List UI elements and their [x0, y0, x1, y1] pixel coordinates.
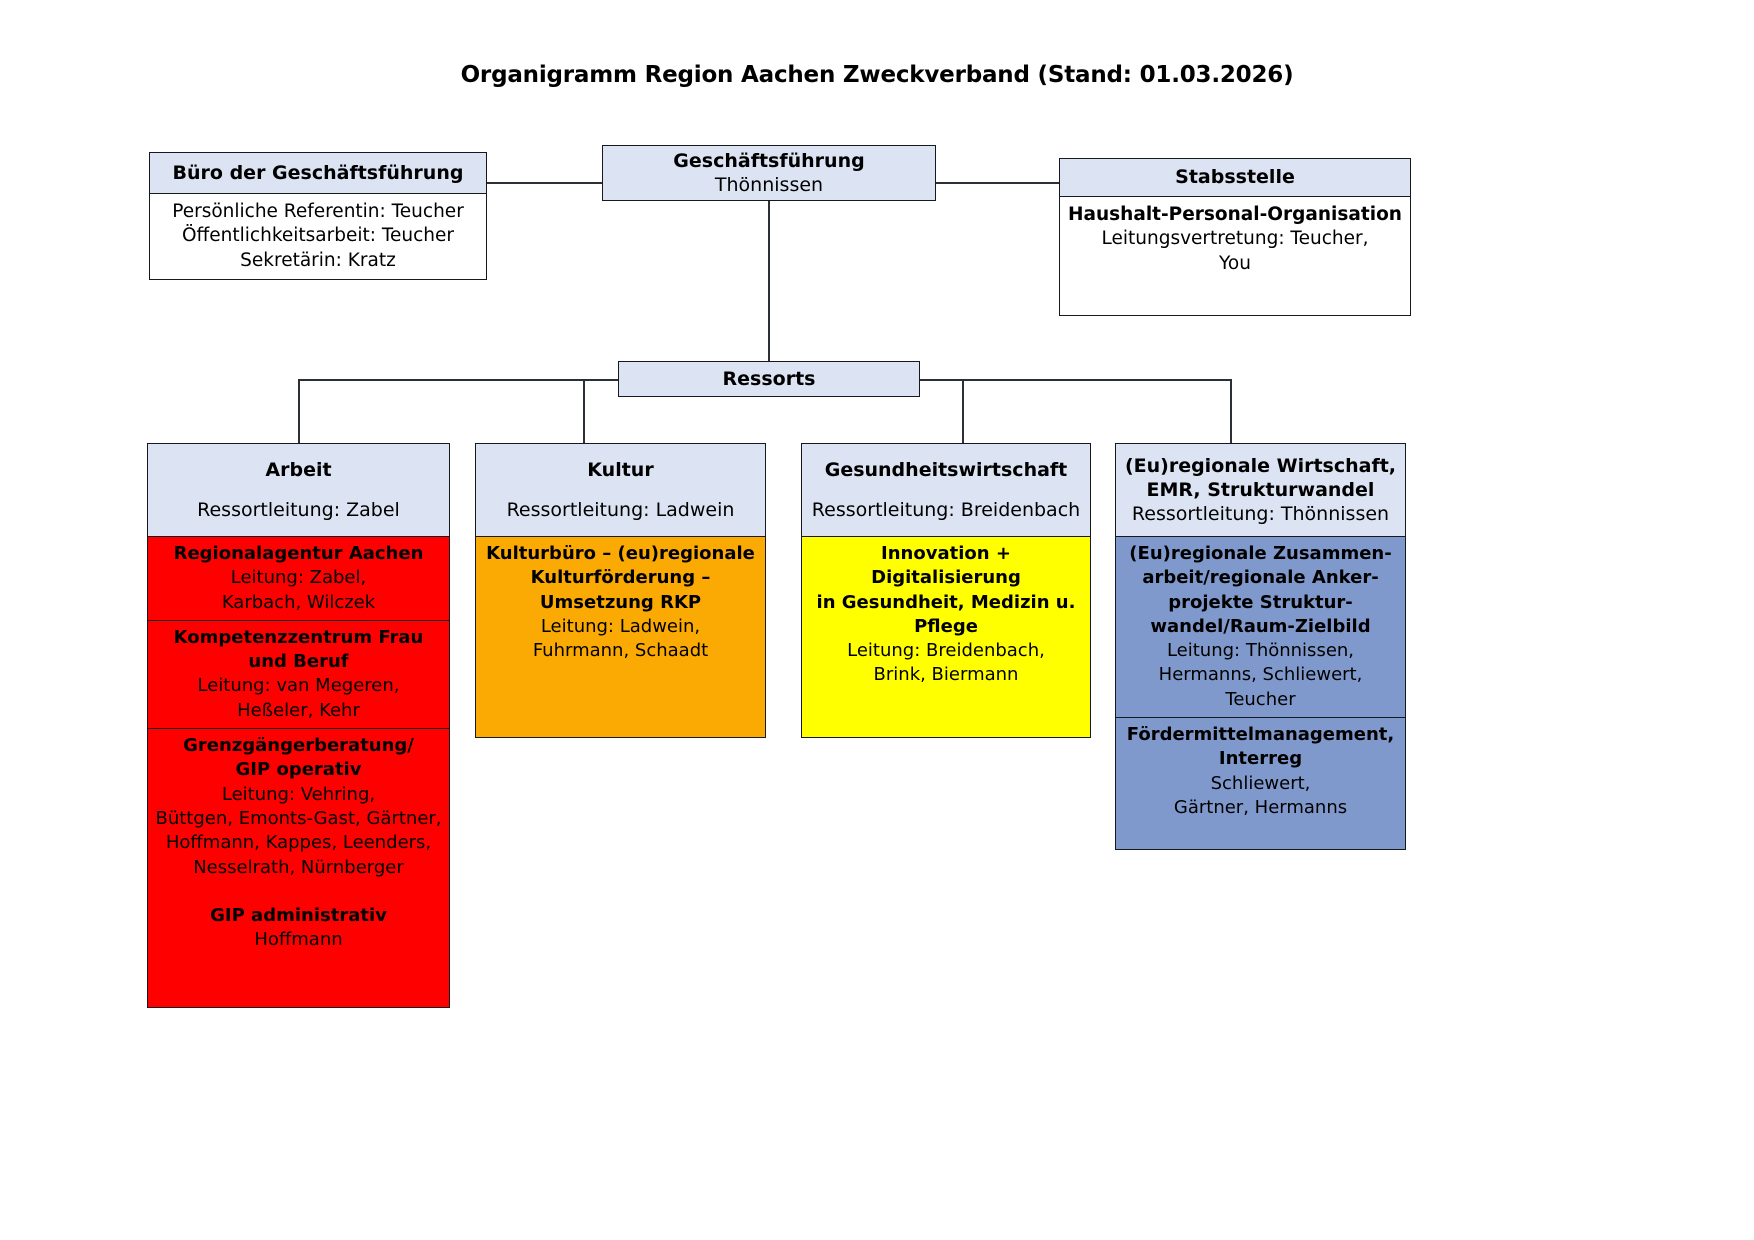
- segment-line: Karbach, Wilczek: [221, 591, 376, 613]
- buero-line-1: Persönliche Referentin: Teucher: [172, 201, 464, 222]
- stabsstelle-line-3: You: [1219, 252, 1251, 274]
- gf-title: Geschäftsführung: [673, 149, 865, 172]
- ressort-kultur-segments: Kulturbüro – (eu)regionale Kulturförderu…: [476, 537, 765, 737]
- ressort-euregionale-segments: (Eu)regionale Zusammen- arbeit/regionale…: [1116, 537, 1405, 849]
- segment-line: Leitung: van Megeren,: [197, 675, 400, 697]
- segment-title: Grenzgängerberatung/ GIP operativ: [183, 735, 414, 781]
- connector-ressorts-bus: [298, 379, 618, 381]
- connector-drop-euregionale: [1230, 379, 1232, 443]
- segment-spacer: [154, 880, 443, 904]
- box-ressorts-header: Ressorts: [619, 362, 919, 396]
- buero-line-2: Öffentlichkeitsarbeit: Teucher: [181, 225, 455, 247]
- segment-line: Leitung: Breidenbach,: [847, 640, 1045, 662]
- segment-gesundheitswirtschaft-0: Innovation + Digitalisierung in Gesundhe…: [802, 537, 1090, 737]
- connector-drop-arbeit: [298, 379, 300, 443]
- segment-line: Hoffmann, Kappes, Leenders,: [165, 832, 432, 854]
- segment-title: (Eu)regionale Zusammen- arbeit/regionale…: [1129, 543, 1392, 637]
- stabsstelle-line-1: Haushalt-Personal-Organisation: [1068, 204, 1402, 225]
- page-title: Organigramm Region Aachen Zweckverband (…: [460, 62, 1294, 88]
- segment-line: Brink, Biermann: [873, 664, 1019, 686]
- segment-line: Teucher: [1225, 688, 1296, 710]
- box-ressort-gesundheitswirtschaft[interactable]: Gesundheitswirtschaft Ressortleitung: Br…: [801, 443, 1091, 738]
- box-gf-header: Geschäftsführung Thönnissen: [603, 146, 935, 200]
- segment-line: GIP administrativ: [210, 905, 387, 927]
- connector-gf-to-stabsstelle: [936, 182, 1060, 184]
- ressort-euregionale-header: (Eu)regionale Wirtschaft, EMR, Strukturw…: [1116, 444, 1405, 537]
- ressort-euregionale-title: (Eu)regionale Wirtschaft, EMR, Strukturw…: [1124, 454, 1397, 501]
- segment-title: Kulturbüro – (eu)regionale Kulturförderu…: [486, 543, 755, 613]
- segment-line: Fuhrmann, Schaadt: [532, 640, 709, 662]
- segment-line: Heßeler, Kehr: [237, 699, 360, 721]
- box-ressort-euregionale-wirtschaft[interactable]: (Eu)regionale Wirtschaft, EMR, Strukturw…: [1115, 443, 1406, 850]
- stabsstelle-line-2: Leitungsvertretung: Teucher,: [1101, 228, 1369, 250]
- ressort-gesundheit-header: Gesundheitswirtschaft Ressortleitung: Br…: [802, 444, 1090, 537]
- buero-line-3: Sekretärin: Kratz: [240, 249, 396, 271]
- box-buero-body: Persönliche Referentin: Teucher Öffentli…: [150, 194, 486, 279]
- segment-line: Hermanns, Schliewert,: [1158, 664, 1363, 686]
- ressort-kultur-header: Kultur Ressortleitung: Ladwein: [476, 444, 765, 537]
- box-stabsstelle-body: Haushalt-Personal-Organisation Leitungsv…: [1060, 197, 1410, 282]
- segment-kultur-0: Kulturbüro – (eu)regionale Kulturförderu…: [476, 537, 765, 737]
- box-ressort-kultur[interactable]: Kultur Ressortleitung: Ladwein Kulturbür…: [475, 443, 766, 738]
- box-ressort-arbeit[interactable]: Arbeit Ressortleitung: Zabel Regionalage…: [147, 443, 450, 1008]
- segment-line: Leitung: Ladwein,: [540, 615, 701, 637]
- segment-line: Gärtner, Hermanns: [1173, 796, 1348, 818]
- ressort-gesundheit-leitung: Ressortleitung: Breidenbach: [811, 499, 1081, 521]
- ressort-kultur-title: Kultur: [587, 458, 654, 481]
- ressort-arbeit-header: Arbeit Ressortleitung: Zabel: [148, 444, 449, 537]
- segment-euregionale-wirtschaft-0: (Eu)regionale Zusammen- arbeit/regionale…: [1116, 537, 1405, 719]
- segment-line: Schliewert,: [1210, 772, 1311, 794]
- box-geschaeftsfuehrung[interactable]: Geschäftsführung Thönnissen: [602, 145, 936, 201]
- connector-drop-kultur: [583, 379, 585, 443]
- segment-line: Nesselrath, Nürnberger: [193, 856, 404, 878]
- segment-line: Hoffmann: [254, 929, 343, 951]
- connector-ressorts-bus-right: [919, 379, 1231, 381]
- segment-line: Leitung: Zabel,: [230, 567, 367, 589]
- ressort-gesundheit-title: Gesundheitswirtschaft: [824, 458, 1068, 481]
- ressort-kultur-leitung: Ressortleitung: Ladwein: [506, 499, 735, 521]
- box-ressorts[interactable]: Ressorts: [618, 361, 920, 397]
- ressort-arbeit-leitung: Ressortleitung: Zabel: [197, 499, 400, 521]
- ressort-euregionale-leitung: Ressortleitung: Thönnissen: [1131, 503, 1390, 526]
- box-stabsstelle-header: Stabsstelle: [1060, 159, 1410, 197]
- ressort-arbeit-title: Arbeit: [265, 458, 332, 481]
- box-stabsstelle[interactable]: Stabsstelle Haushalt-Personal-Organisati…: [1059, 158, 1411, 316]
- box-buero-header: Büro der Geschäftsführung: [150, 153, 486, 194]
- segment-line: Leitung: Vehring,: [221, 783, 376, 805]
- gf-name: Thönnissen: [714, 174, 824, 196]
- connector-buero-to-gf: [487, 182, 603, 184]
- box-buero-der-geschaeftsfuehrung[interactable]: Büro der Geschäftsführung Persönliche Re…: [149, 152, 487, 281]
- segment-line: Leitung: Thönnissen,: [1166, 640, 1355, 662]
- ressort-gesundheit-segments: Innovation + Digitalisierung in Gesundhe…: [802, 537, 1090, 737]
- segment-line: Büttgen, Emonts-Gast, Gärtner,: [155, 807, 442, 829]
- segment-title: Regionalagentur Aachen: [173, 543, 424, 564]
- connector-gf-down: [768, 201, 770, 361]
- segment-title: Fördermittelmanagement, Interreg: [1126, 724, 1395, 770]
- connector-drop-gesundheit: [962, 379, 964, 443]
- segment-title: Innovation + Digitalisierung in Gesundhe…: [816, 543, 1076, 637]
- segment-title: Kompetenzzentrum Frau und Beruf: [173, 626, 424, 673]
